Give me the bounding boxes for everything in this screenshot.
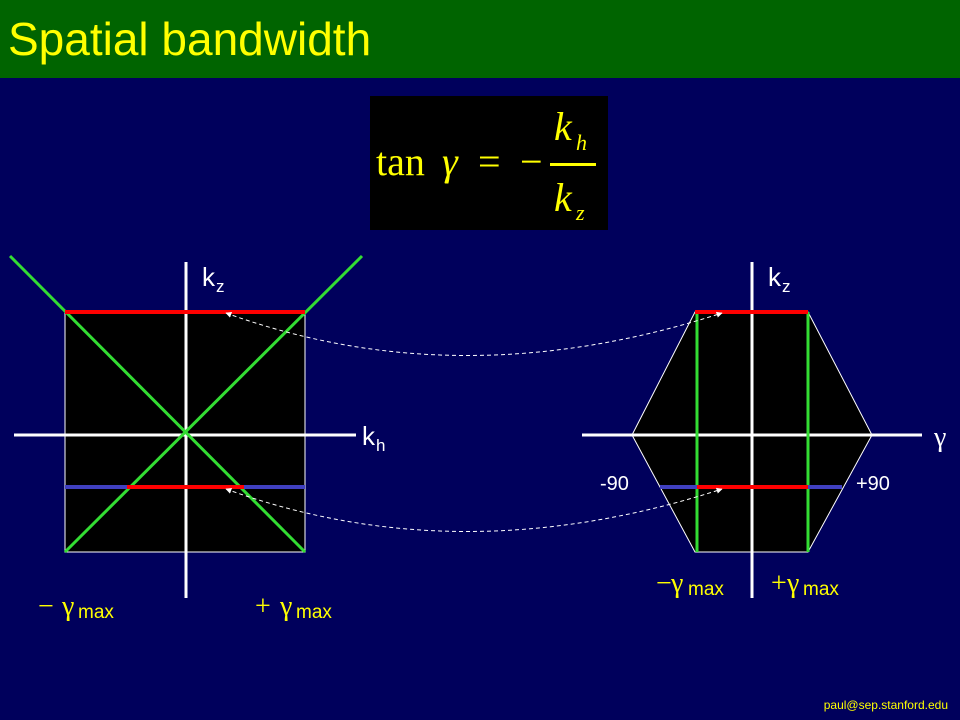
left-pos-sub: max — [296, 602, 332, 623]
left-neg-dip-line — [8, 254, 307, 554]
right-minus90-tick: -90 — [600, 473, 629, 495]
formula-numerator-k: k — [554, 104, 573, 149]
formula-gamma: γ — [442, 139, 459, 184]
formula-numerator-sub: h — [576, 130, 587, 155]
left-plot: k z k h − γ max + γ max — [8, 254, 385, 623]
right-kz-sub: z — [782, 277, 791, 296]
slide-title: Spatial bandwidth — [8, 13, 372, 65]
formula-tan: tan — [376, 139, 425, 184]
top-mapping-arrow — [225, 311, 723, 356]
left-neg-sub: max — [78, 602, 114, 623]
left-neg-sign: − — [38, 591, 54, 622]
formula-fraction-bar — [550, 163, 596, 166]
right-neg-sub: max — [688, 579, 724, 600]
mapping-arrows — [225, 311, 723, 532]
formula-svg: tan γ = − k h k z — [376, 104, 596, 225]
left-kh-label: k — [362, 421, 376, 451]
right-pos-sub: max — [803, 579, 839, 600]
formula-denominator-sub: z — [575, 200, 585, 225]
right-plot: k z γ -90 +90 − γ max + γ max — [582, 262, 946, 600]
right-neg-gamma: γ — [670, 568, 683, 599]
title-bar: Spatial bandwidth — [0, 0, 960, 78]
left-pos-gamma: γ — [279, 591, 292, 622]
formula-denominator-k: k — [554, 175, 573, 220]
bottom-mapping-arrow — [225, 487, 723, 532]
formula-equals: = — [478, 139, 501, 184]
right-kz-label: k — [768, 262, 782, 292]
left-kz-sub: z — [216, 277, 225, 296]
left-neg-gamma: γ — [61, 591, 74, 622]
right-gamma-axis-label: γ — [933, 422, 946, 453]
left-kh-sub: h — [376, 436, 385, 455]
right-pos-gamma: γ — [786, 568, 799, 599]
left-kz-label: k — [202, 262, 216, 292]
footer-email: paul@sep.stanford.edu — [823, 698, 948, 712]
formula-box: tan γ = − k h k z — [370, 96, 608, 230]
formula-minus: − — [520, 139, 543, 184]
left-pos-sign: + — [255, 591, 271, 622]
right-neg-sign: − — [656, 568, 672, 599]
left-pos-dip-line — [63, 254, 364, 554]
right-pos-sign: + — [771, 568, 787, 599]
right-plus90-tick: +90 — [856, 473, 890, 495]
